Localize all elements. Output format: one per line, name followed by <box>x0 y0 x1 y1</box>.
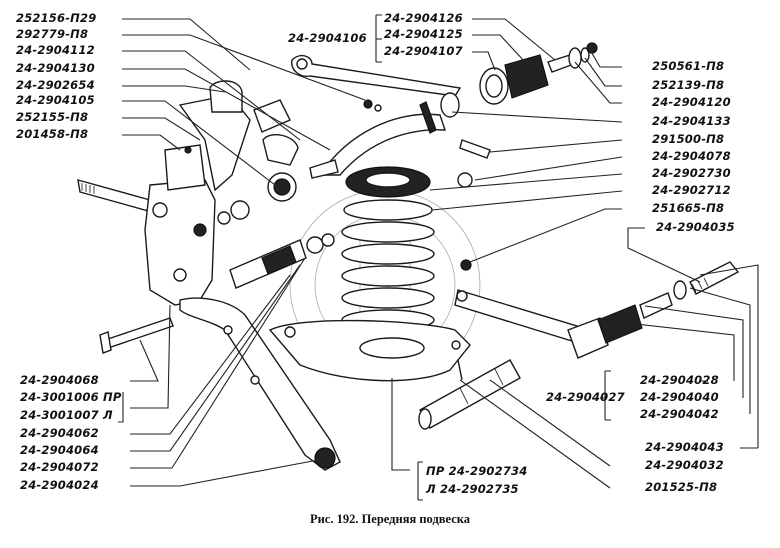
part-label: 252139-П8 <box>652 78 725 92</box>
part-label: 24-2904032 <box>645 458 724 472</box>
part-label: 24-2904105 <box>16 93 95 107</box>
part-label: 24-2904125 <box>384 27 463 41</box>
part-label: 24-3001006 ПР <box>20 390 122 404</box>
part-label: 24-2902654 <box>16 78 95 92</box>
part-label: 24-2904040 <box>640 390 719 404</box>
part-label: 252155-П8 <box>16 110 89 124</box>
lower-arm <box>268 259 591 382</box>
lower-rear-bushing <box>567 261 740 359</box>
part-label: 292779-П8 <box>16 27 89 41</box>
figure-caption: Рис. 192. Передняя подвеска <box>309 512 471 526</box>
leader-lines <box>118 14 759 501</box>
part-label: 24-2904062 <box>20 426 99 440</box>
part-label: 24-2904107 <box>384 44 463 58</box>
part-label: ПР 24-2902734 <box>426 464 528 478</box>
steering-knuckle <box>77 144 216 306</box>
part-group-label: 24-2904027 <box>546 390 625 404</box>
part-label: 201525-П8 <box>645 480 718 494</box>
part-label: 24-2904042 <box>640 407 719 421</box>
part-label: 24-2904133 <box>652 114 731 128</box>
part-group-label: 24-2904106 <box>288 31 367 45</box>
upper-bracket <box>178 80 299 225</box>
part-label: 24-2904068 <box>20 373 99 387</box>
part-label: 24-2904064 <box>20 443 99 457</box>
upper-control-arm <box>291 54 462 179</box>
part-label: 24-2904024 <box>20 478 99 492</box>
part-label: 24-2904120 <box>652 95 731 109</box>
strut-rod <box>99 233 341 471</box>
part-label: 24-2904078 <box>652 149 731 163</box>
part-label: 24-2904035 <box>656 220 735 234</box>
part-label: Л 24-2902735 <box>426 482 519 496</box>
upper-bushing-assembly <box>419 42 598 188</box>
part-label: 24-3001007 Л <box>20 408 113 422</box>
part-label: 251665-П8 <box>652 201 725 215</box>
part-label: 24-2904072 <box>20 460 99 474</box>
part-label: 291500-П8 <box>652 132 725 146</box>
part-label: 24-2902712 <box>652 183 731 197</box>
coil-spring <box>341 166 435 331</box>
part-label: 201458-П8 <box>16 127 89 141</box>
axle-pin <box>418 359 521 430</box>
part-label: 24-2904130 <box>16 61 95 75</box>
part-label: 250561-П8 <box>652 59 725 73</box>
part-label: 24-2904043 <box>645 440 724 454</box>
part-label: 252156-П29 <box>16 11 97 25</box>
part-label: 24-2904028 <box>640 373 719 387</box>
part-label: 24-2902730 <box>652 166 731 180</box>
part-label: 24-2904112 <box>16 43 95 57</box>
part-label: 24-2904126 <box>384 11 463 25</box>
